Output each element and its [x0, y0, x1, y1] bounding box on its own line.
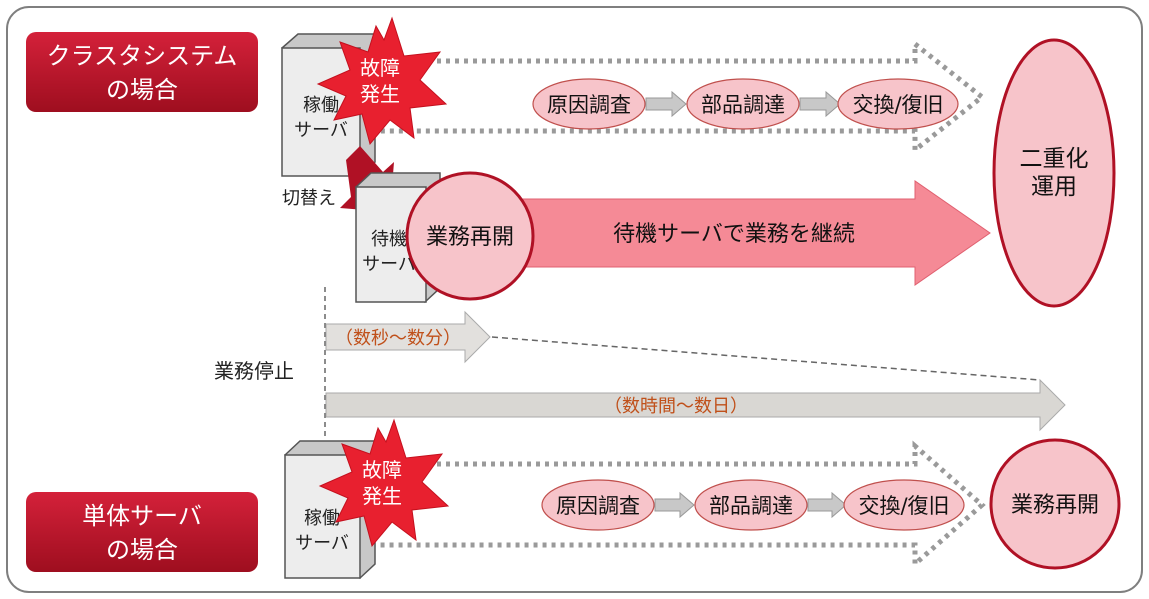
svg-text:（数秒～数分）: （数秒～数分）	[335, 328, 461, 349]
svg-text:の場合: の場合	[106, 536, 178, 564]
svg-text:サーバ: サーバ	[294, 120, 348, 141]
redundant-operation-oval: 二重化 運用	[992, 38, 1116, 308]
downtime-compare-line	[491, 336, 1041, 381]
cluster-case-label: クラスタシステム の場合	[26, 32, 258, 112]
svg-text:発生: 発生	[360, 82, 400, 106]
cluster-step-arrow-1	[645, 90, 687, 118]
svg-text:部品調達: 部品調達	[709, 494, 793, 518]
single-step-arrow-1	[654, 491, 695, 519]
single-step-3: 交換/復旧	[843, 479, 965, 531]
single-resume-circle: 業務再開	[989, 438, 1121, 570]
single-step-2: 部品調達	[694, 479, 808, 531]
svg-text:稼働: 稼働	[303, 95, 339, 116]
cluster-downtime-arrow: （数秒～数分）	[325, 310, 491, 364]
single-step-arrow-2	[807, 491, 847, 519]
single-downtime-arrow: （数時間～数日）	[325, 378, 1066, 432]
single-recovery-arrow	[365, 440, 986, 570]
svg-text:故障: 故障	[360, 56, 400, 80]
svg-text:原因調査: 原因調査	[547, 93, 631, 117]
svg-text:の場合: の場合	[106, 76, 178, 104]
svg-text:（数時間～数日）: （数時間～数日）	[604, 396, 748, 417]
continue-arrow: 待機サーバで業務を継続	[509, 180, 991, 286]
single-failure-burst: 故障 発生	[318, 418, 450, 548]
svg-text:交換/復旧: 交換/復旧	[852, 93, 943, 117]
svg-text:運用: 運用	[1031, 174, 1077, 200]
svg-text:発生: 発生	[362, 484, 402, 508]
svg-text:サーバ: サーバ	[362, 254, 416, 275]
cluster-step-arrow-2	[799, 90, 841, 118]
svg-text:業務再開: 業務再開	[426, 225, 514, 250]
svg-text:単体サーバ: 単体サーバ	[82, 502, 202, 530]
svg-text:原因調査: 原因調査	[556, 494, 640, 518]
svg-text:二重化: 二重化	[1020, 146, 1089, 172]
downtime-label: 業務停止	[214, 359, 294, 383]
cluster-step-2: 部品調達	[686, 78, 800, 130]
svg-text:待機サーバで業務を継続: 待機サーバで業務を継続	[613, 222, 855, 247]
cluster-failure-burst: 故障 発生	[316, 16, 448, 146]
svg-text:稼働: 稼働	[304, 508, 340, 529]
switch-label: 切替え	[282, 188, 336, 209]
cluster-step-3: 交換/復旧	[837, 78, 959, 130]
cluster-step-1: 原因調査	[532, 78, 646, 130]
single-case-label: 単体サーバ の場合	[26, 492, 258, 572]
svg-text:交換/復旧: 交換/復旧	[858, 494, 949, 518]
cluster-resume-circle: 業務再開	[405, 171, 535, 301]
svg-text:クラスタシステム: クラスタシステム	[47, 42, 238, 70]
single-step-1: 原因調査	[541, 479, 655, 531]
svg-text:サーバ: サーバ	[295, 533, 349, 554]
svg-text:故障: 故障	[362, 458, 402, 482]
svg-text:業務再開: 業務再開	[1011, 493, 1099, 518]
svg-text:待機: 待機	[371, 229, 407, 250]
svg-text:部品調達: 部品調達	[701, 93, 785, 117]
cluster-recovery-arrow	[365, 38, 987, 156]
